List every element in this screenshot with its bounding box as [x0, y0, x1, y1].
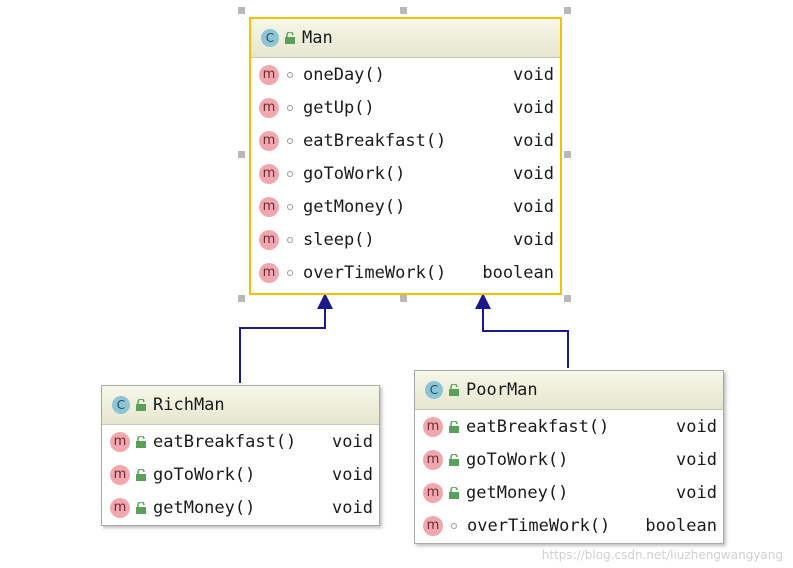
method-name: eatBreakfast() — [153, 431, 297, 452]
lock-open-icon — [447, 486, 460, 499]
lock-open-icon — [447, 453, 460, 466]
method-name: overTimeWork() — [303, 262, 447, 283]
method-return-type: void — [513, 64, 554, 85]
method-icon: m — [259, 64, 279, 85]
class-icon: C — [425, 381, 443, 399]
method-return-type: void — [676, 416, 717, 437]
method-name: goToWork() — [153, 464, 256, 485]
method-name: getUp() — [303, 97, 375, 118]
package-visibility-icon — [287, 269, 293, 276]
method-name: eatBreakfast() — [466, 416, 610, 437]
method-icon: m — [110, 464, 130, 485]
method-icon: m — [259, 196, 279, 217]
method-return-type: void — [513, 97, 554, 118]
class-header: C PoorMan — [415, 371, 723, 410]
lock-open-icon — [447, 420, 460, 433]
class-header: C Man — [251, 19, 560, 58]
method-row[interactable]: m eatBreakfast() void — [102, 425, 379, 458]
method-row[interactable]: m overTimeWork() boolean — [251, 256, 560, 289]
richman-extends-man-line[interactable] — [239, 307, 326, 383]
method-icon: m — [259, 262, 279, 283]
method-row[interactable]: m overTimeWork() boolean — [415, 509, 723, 542]
method-return-type: void — [513, 229, 554, 250]
lock-open-icon — [283, 32, 296, 45]
class-name: PoorMan — [466, 380, 538, 400]
method-row[interactable]: m eatBreakfast() void — [251, 124, 560, 157]
method-icon: m — [423, 416, 443, 437]
resize-handle-ne[interactable] — [564, 7, 571, 14]
method-row[interactable]: m oneDay() void — [251, 58, 560, 91]
package-visibility-icon — [287, 236, 293, 243]
package-visibility-icon — [287, 71, 293, 78]
resize-handle-s[interactable] — [400, 295, 407, 302]
method-return-type: void — [676, 449, 717, 470]
lock-open-icon — [134, 501, 147, 514]
method-row[interactable]: m getUp() void — [251, 91, 560, 124]
lock-open-icon — [447, 384, 460, 397]
resize-handle-sw[interactable] — [238, 295, 245, 302]
class-poorman[interactable]: C PoorMan m eatBreakfast() void m goToWork()… — [414, 370, 724, 544]
method-icon: m — [259, 163, 279, 184]
method-row[interactable]: m getMoney() void — [251, 190, 560, 223]
method-name: getMoney() — [303, 196, 406, 217]
resize-handle-e[interactable] — [564, 151, 571, 158]
watermark: https://blog.csdn.net/liuzhengwangyang — [541, 548, 783, 562]
method-icon: m — [423, 515, 443, 536]
class-name: RichMan — [153, 395, 225, 415]
method-row[interactable]: m goToWork() void — [415, 443, 723, 476]
method-name: overTimeWork() — [467, 515, 611, 536]
resize-handle-w[interactable] — [238, 151, 245, 158]
method-row[interactable]: m sleep() void — [251, 223, 560, 256]
method-return-type: void — [332, 497, 373, 518]
method-name: getMoney() — [466, 482, 569, 503]
package-visibility-icon — [287, 170, 293, 177]
richman-extends-man-arrowhead — [317, 293, 333, 309]
method-row[interactable]: m getMoney() void — [102, 491, 379, 524]
method-name: eatBreakfast() — [303, 130, 447, 151]
resize-handle-n[interactable] — [400, 7, 407, 14]
method-name: oneDay() — [303, 64, 385, 85]
class-icon: C — [112, 396, 130, 414]
resize-handle-nw[interactable] — [238, 7, 245, 14]
lock-open-icon — [134, 399, 147, 412]
method-icon: m — [423, 482, 443, 503]
method-icon: m — [259, 130, 279, 151]
lock-open-icon — [134, 468, 147, 481]
method-row[interactable]: m eatBreakfast() void — [415, 410, 723, 443]
method-name: goToWork() — [466, 449, 569, 470]
lock-open-icon — [134, 435, 147, 448]
package-visibility-icon — [451, 522, 457, 529]
method-icon: m — [423, 449, 443, 470]
method-icon: m — [110, 497, 130, 518]
method-return-type: void — [513, 130, 554, 151]
method-name: sleep() — [303, 229, 375, 250]
resize-handle-se[interactable] — [564, 295, 571, 302]
method-return-type: void — [676, 482, 717, 503]
poorman-extends-man-line[interactable] — [482, 307, 569, 368]
method-row[interactable]: m goToWork() void — [102, 458, 379, 491]
method-return-type: boolean — [482, 262, 554, 283]
package-visibility-icon — [287, 137, 293, 144]
method-row[interactable]: m getMoney() void — [415, 476, 723, 509]
class-richman[interactable]: C RichMan m eatBreakfast() void m goToWork()… — [101, 385, 380, 526]
class-man[interactable]: C Man m oneDay() void m getUp() void m eatBreak… — [249, 17, 562, 295]
method-icon: m — [259, 229, 279, 250]
method-return-type: boolean — [645, 515, 717, 536]
method-name: getMoney() — [153, 497, 256, 518]
class-header: C RichMan — [102, 386, 379, 425]
method-name: goToWork() — [303, 163, 406, 184]
method-icon: m — [259, 97, 279, 118]
method-return-type: void — [332, 431, 373, 452]
method-return-type: void — [332, 464, 373, 485]
class-icon: C — [261, 29, 279, 47]
method-row[interactable]: m goToWork() void — [251, 157, 560, 190]
poorman-extends-man-arrowhead — [475, 293, 491, 309]
method-return-type: void — [513, 196, 554, 217]
method-icon: m — [110, 431, 130, 452]
package-visibility-icon — [287, 104, 293, 111]
package-visibility-icon — [287, 203, 293, 210]
class-name: Man — [302, 28, 333, 48]
method-return-type: void — [513, 163, 554, 184]
